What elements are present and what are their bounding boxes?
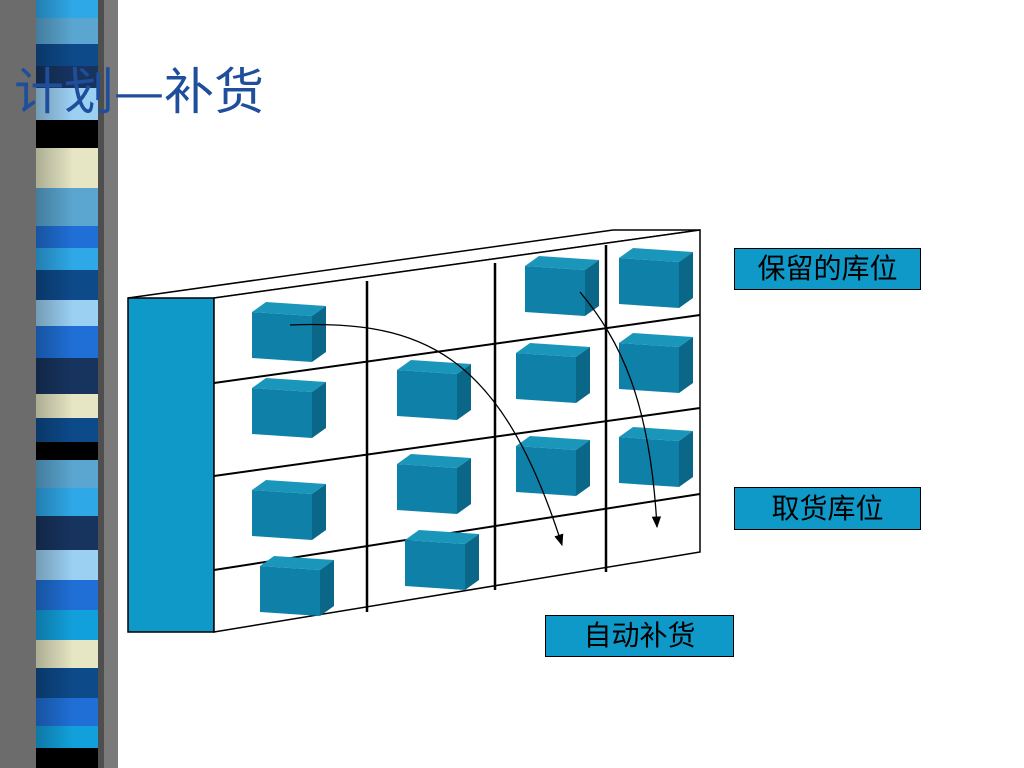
shelf-line	[213, 493, 701, 571]
inventory-box	[397, 454, 471, 514]
shelf-line	[213, 314, 701, 384]
rack-face-outline	[213, 229, 701, 633]
inventory-box	[619, 427, 693, 487]
inventory-box	[252, 378, 326, 438]
replenishment-arrow	[579, 291, 662, 529]
inventory-box	[252, 302, 326, 362]
replenishment-arrow	[289, 323, 564, 547]
inventory-box	[260, 556, 334, 616]
shelf-line	[213, 407, 701, 477]
inventory-box	[252, 480, 326, 540]
inventory-box	[619, 248, 693, 308]
inventory-box	[516, 343, 590, 403]
page-title: 计划—补货	[14, 63, 264, 121]
inventory-box	[516, 436, 590, 496]
inventory-box	[405, 530, 479, 590]
picking-location-label: 取货库位	[734, 487, 921, 530]
auto-replenishment-label: 自动补货	[545, 615, 734, 657]
decorative-striped-bar	[0, 0, 118, 768]
inventory-box	[619, 333, 693, 393]
rack-side-panel	[127, 297, 215, 633]
inventory-box	[397, 360, 471, 420]
reserved-location-label: 保留的库位	[734, 248, 921, 290]
inventory-box	[525, 256, 599, 316]
